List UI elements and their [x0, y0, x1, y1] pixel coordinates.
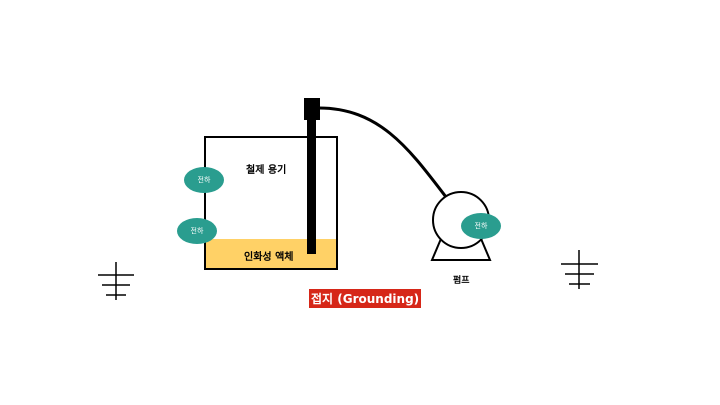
hose [318, 106, 448, 198]
pump-label: 펌프 [453, 276, 470, 286]
grounding-label: 접지 (Grounding) [309, 289, 422, 308]
container-label: 철제 용기 [246, 165, 287, 176]
steel-container [204, 136, 338, 270]
charge-badge: 전하 [461, 213, 501, 239]
charge-badge: 전하 [184, 167, 224, 193]
pipe [307, 118, 316, 254]
charge-badge: 전하 [177, 218, 217, 244]
liquid-label: 인화성 액체 [244, 252, 294, 263]
nozzle-head [304, 98, 320, 120]
ground-symbol-left [98, 262, 134, 300]
ground-symbol-right [561, 250, 598, 289]
